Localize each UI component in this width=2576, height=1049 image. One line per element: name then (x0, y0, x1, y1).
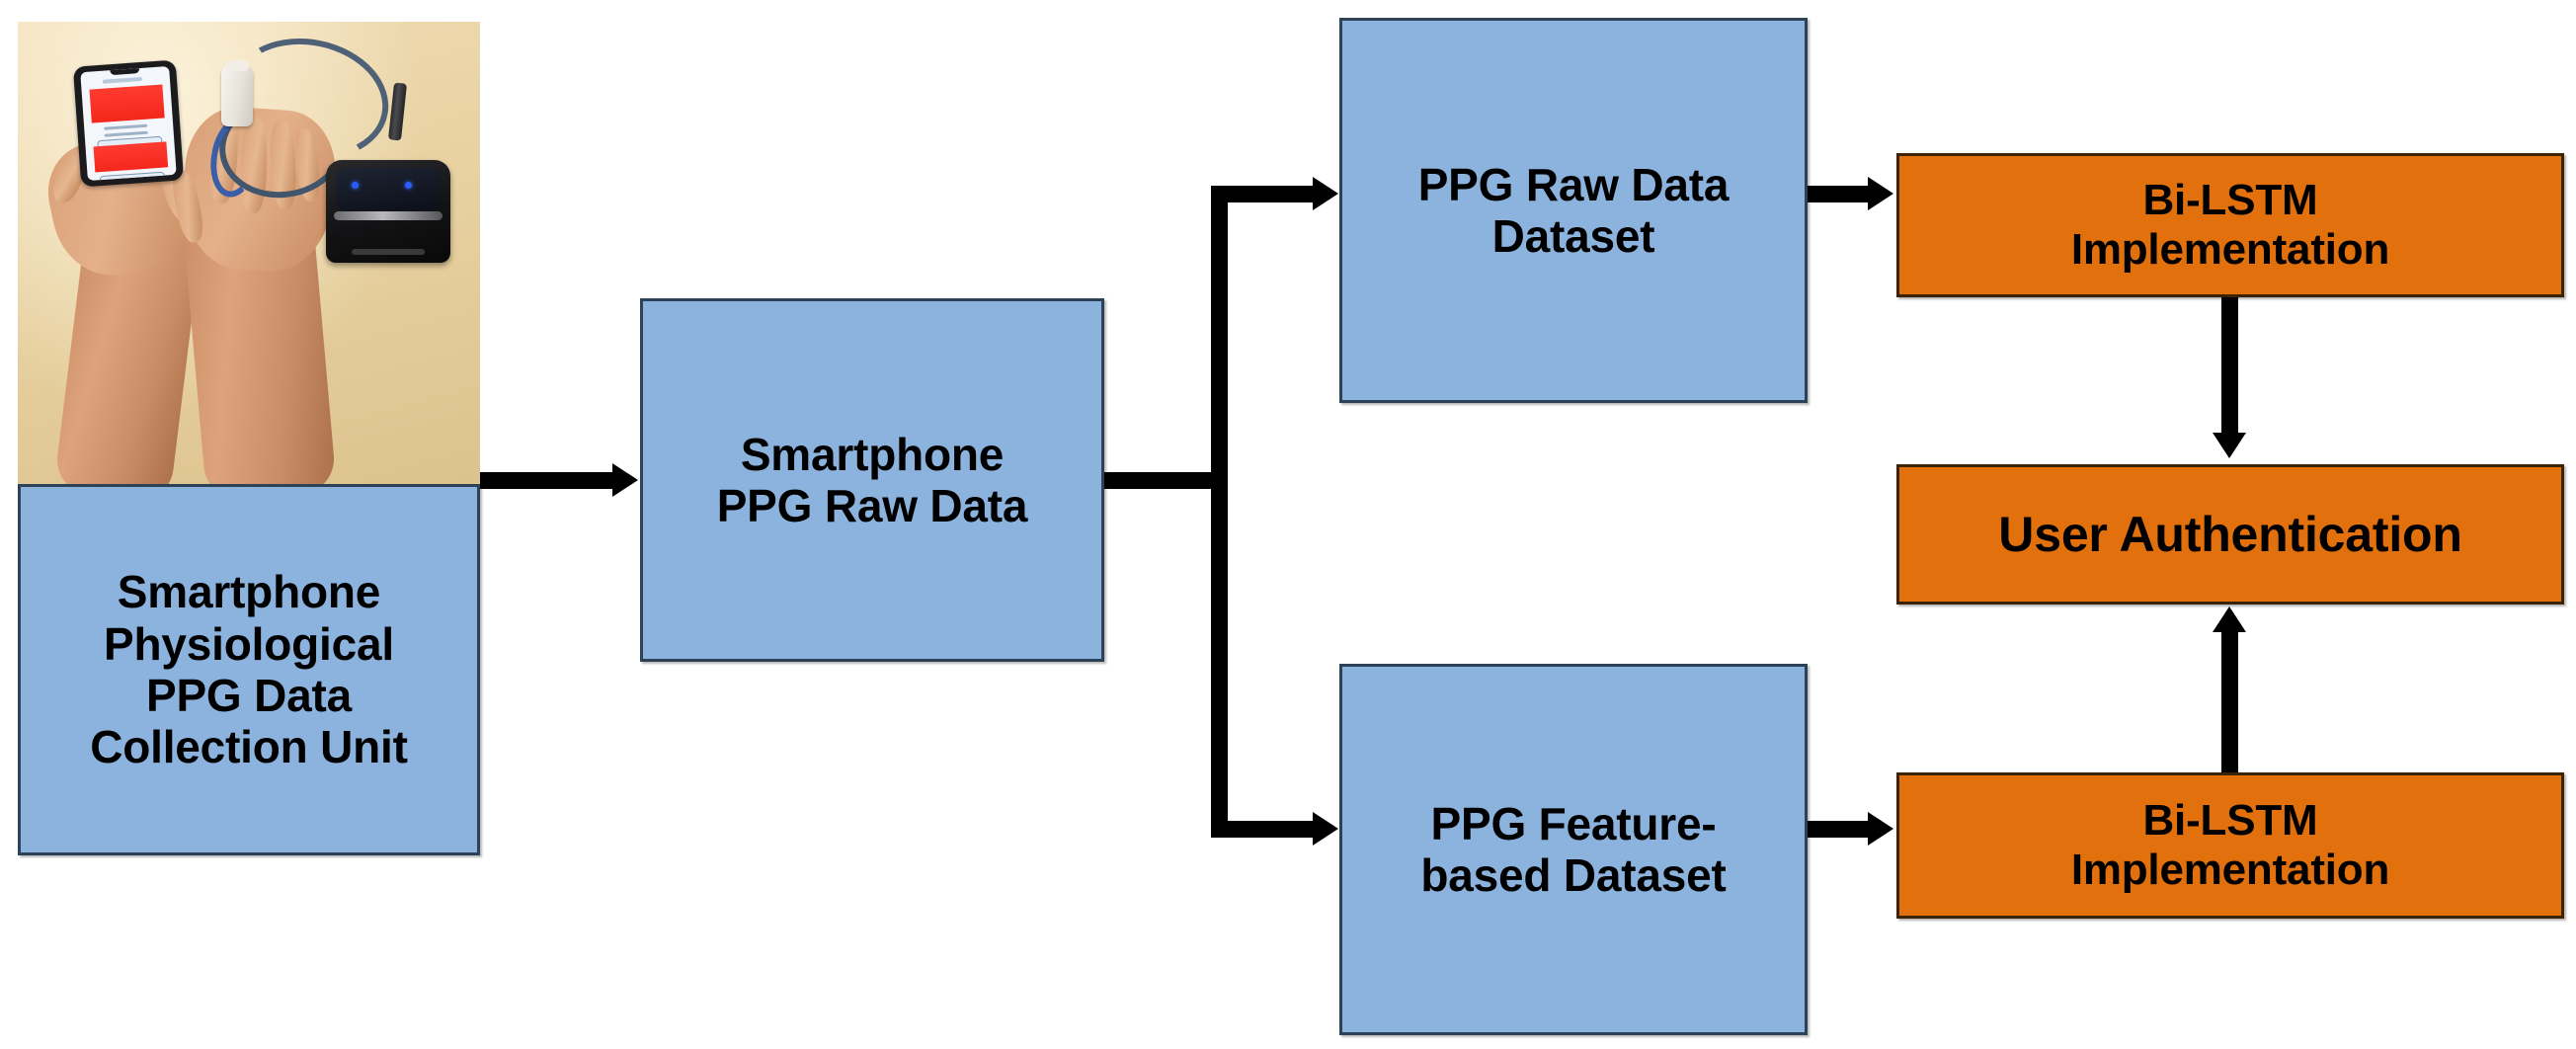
node-raw-dataset[interactable]: PPG Raw Data Dataset (1339, 18, 1808, 403)
edge-collection-to-raw-arrowhead (612, 463, 638, 497)
node-smartphone-raw-data[interactable]: Smartphone PPG Raw Data (640, 298, 1104, 662)
edge-bilstm-top-to-auth-line (2221, 297, 2238, 436)
pulse-oximeter-sensor (221, 60, 253, 126)
ppg-signal-panel-top (89, 84, 165, 123)
edge-branch-stem (1104, 472, 1227, 489)
device-led-right (405, 182, 412, 189)
edge-rawdataset-to-bilstm-arrowhead (1868, 177, 1893, 210)
edge-branch-up-arrowhead (1313, 177, 1338, 210)
edge-branch-up-line (1211, 186, 1320, 202)
node-bilstm-top[interactable]: Bi-LSTM Implementation (1896, 153, 2564, 297)
phone-notch (110, 68, 140, 76)
sensor-cap (225, 60, 249, 71)
ppg-recording-device (326, 160, 450, 263)
edge-branch-down-arrowhead (1313, 812, 1338, 846)
edge-featuredataset-to-bilstm-line (1808, 821, 1871, 838)
edge-collection-to-raw-line (480, 472, 614, 489)
edge-bilstm-top-to-auth-arrowhead (2213, 433, 2246, 458)
edge-branch-down-line (1211, 821, 1320, 838)
device-display (336, 168, 441, 211)
ppg-signal-panel-bottom (93, 141, 169, 173)
device-bottom-strip (352, 249, 425, 255)
smartphone-screen (80, 65, 177, 182)
app-text-line-1 (104, 123, 148, 130)
node-feature-dataset[interactable]: PPG Feature- based Dataset (1339, 664, 1808, 1035)
app-button-bottom (99, 171, 166, 182)
device-led-left (352, 182, 359, 189)
edge-featuredataset-to-bilstm-arrowhead (1868, 812, 1893, 846)
app-title-bar (102, 76, 143, 84)
node-collection-unit[interactable]: Smartphone Physiological PPG Data Collec… (18, 484, 480, 855)
data-collection-photo (18, 22, 480, 486)
smartphone-device (72, 59, 185, 188)
edge-bilstm-bottom-to-auth-arrowhead (2213, 606, 2246, 632)
app-text-line-2 (104, 130, 148, 137)
edge-rawdataset-to-bilstm-line (1808, 186, 1871, 202)
device-trim-band (334, 211, 443, 220)
node-bilstm-bottom[interactable]: Bi-LSTM Implementation (1896, 772, 2564, 919)
node-user-authentication[interactable]: User Authentication (1896, 464, 2564, 605)
edge-branch-trunk (1211, 186, 1228, 838)
edge-bilstm-bottom-to-auth-line (2221, 632, 2238, 772)
